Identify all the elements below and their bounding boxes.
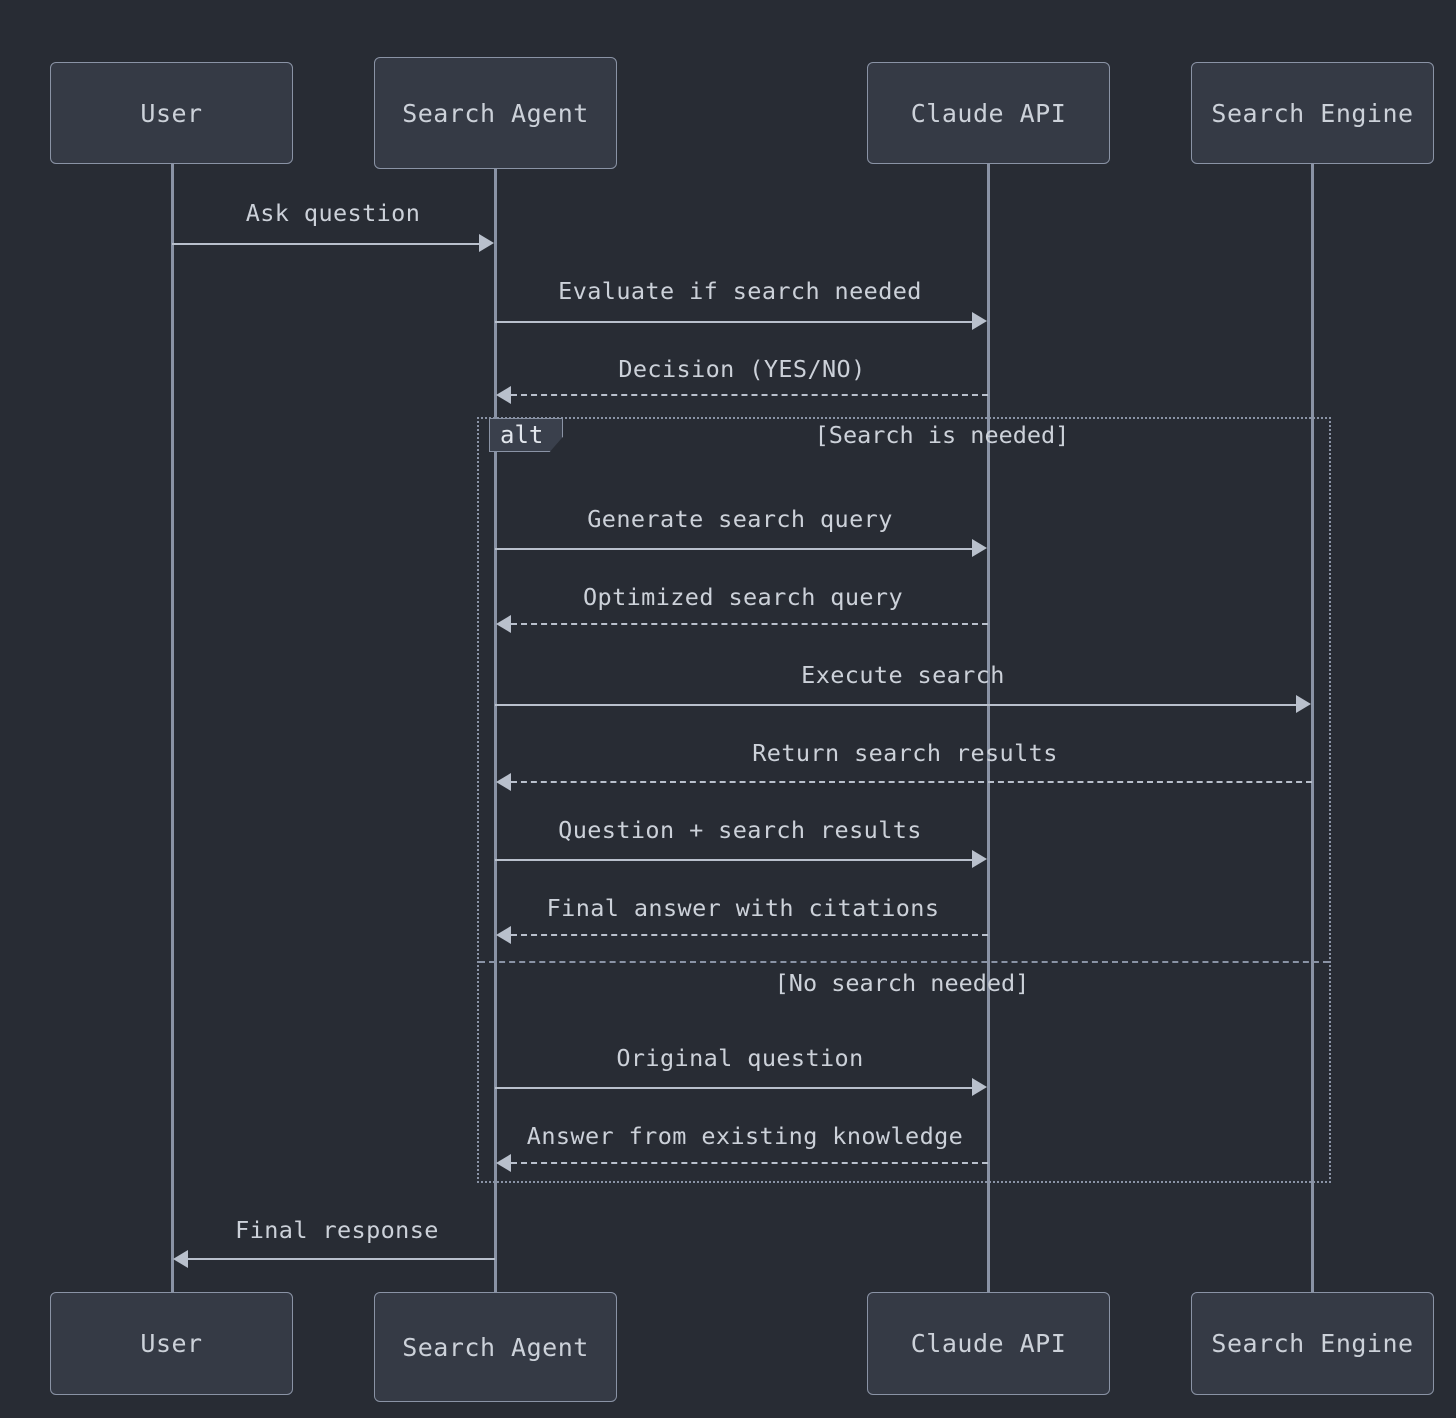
message-label-question-plus-search-results: Question + search results xyxy=(558,816,922,844)
arrowhead-ask-question xyxy=(479,234,494,252)
message-arrow-question-plus-search-results xyxy=(495,859,972,861)
message-arrow-ask-question xyxy=(172,243,479,245)
lifeline-user xyxy=(171,164,174,1292)
message-label-execute-search: Execute search xyxy=(801,661,1005,689)
arrowhead-return-search-results xyxy=(496,773,511,791)
message-label-answer-from-existing-knowledge: Answer from existing knowledge xyxy=(526,1122,964,1150)
message-arrow-evaluate-if-search-needed xyxy=(495,321,972,323)
message-label-generate-search-query: Generate search query xyxy=(587,505,893,533)
arrowhead-optimized-search-query xyxy=(496,615,511,633)
message-arrow-generate-search-query xyxy=(495,548,972,550)
participant-box-search-engine-top[interactable]: Search Engine xyxy=(1191,62,1434,164)
participant-box-search-engine-bottom[interactable]: Search Engine xyxy=(1191,1292,1434,1395)
message-arrow-answer-from-existing-knowledge xyxy=(511,1162,988,1164)
arrowhead-decision xyxy=(496,386,511,404)
message-arrow-original-question xyxy=(495,1087,972,1089)
message-label-optimized-search-query: Optimized search query xyxy=(582,583,904,611)
message-label-return-search-results: Return search results xyxy=(752,739,1058,767)
alt-branch-condition-2: [No search needed] xyxy=(774,969,1030,997)
alt-branch-divider xyxy=(479,961,1329,963)
message-arrow-final-response xyxy=(188,1258,495,1260)
arrowhead-execute-search xyxy=(1296,695,1311,713)
message-arrow-final-answer-with-citations xyxy=(511,934,988,936)
message-label-ask-question: Ask question xyxy=(245,199,421,227)
participant-box-user-top[interactable]: User xyxy=(50,62,293,164)
message-arrow-decision xyxy=(511,394,988,396)
message-arrow-optimized-search-query xyxy=(511,623,988,625)
alt-branch-condition-1: [Search is needed] xyxy=(814,421,1070,449)
message-label-final-answer-with-citations: Final answer with citations xyxy=(546,894,940,922)
lifeline-claude-api xyxy=(987,164,990,1292)
arrowhead-answer-from-existing-knowledge xyxy=(496,1154,511,1172)
participant-box-user-bottom[interactable]: User xyxy=(50,1292,293,1395)
arrowhead-final-response xyxy=(173,1250,188,1268)
arrowhead-evaluate-if-search-needed xyxy=(972,312,987,330)
message-label-evaluate-if-search-needed: Evaluate if search needed xyxy=(558,277,922,305)
arrowhead-generate-search-query xyxy=(972,539,987,557)
message-label-decision: Decision (YES/NO) xyxy=(618,355,866,383)
arrowhead-original-question xyxy=(972,1078,987,1096)
message-label-original-question: Original question xyxy=(616,1044,864,1072)
lifeline-search-engine xyxy=(1311,164,1314,1292)
participant-box-search-agent-top[interactable]: Search Agent xyxy=(374,57,617,169)
arrowhead-question-plus-search-results xyxy=(972,850,987,868)
lifeline-search-agent xyxy=(494,169,497,1292)
message-arrow-execute-search xyxy=(495,704,1296,706)
participant-box-claude-api-top[interactable]: Claude API xyxy=(867,62,1110,164)
message-label-final-response: Final response xyxy=(235,1216,439,1244)
alt-fragment-operator-label: alt xyxy=(489,418,563,452)
arrowhead-final-answer-with-citations xyxy=(496,926,511,944)
participant-box-search-agent-bottom[interactable]: Search Agent xyxy=(374,1292,617,1402)
message-arrow-return-search-results xyxy=(511,781,1312,783)
participant-box-claude-api-bottom[interactable]: Claude API xyxy=(867,1292,1110,1395)
